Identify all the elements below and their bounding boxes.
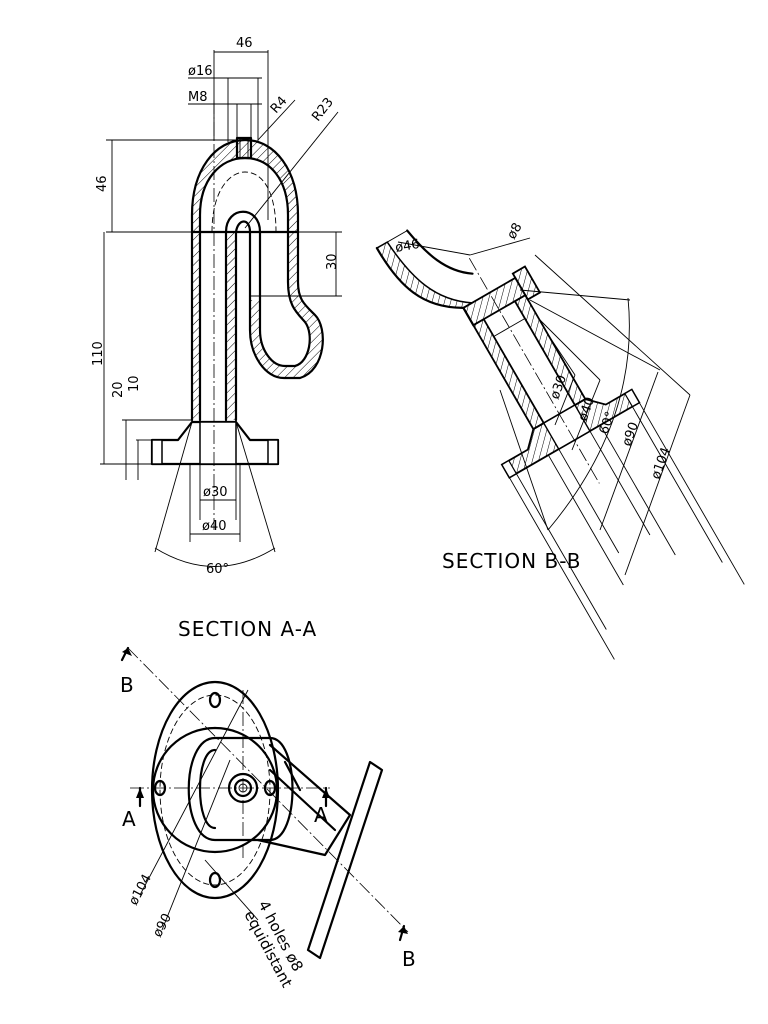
pipe-outer-contour xyxy=(190,138,324,422)
dim-dia16: ø16 xyxy=(188,64,213,79)
pipe-wall-hatch-mid xyxy=(226,232,236,420)
dim-bb-dia90: ø90 xyxy=(620,420,642,448)
pipe-wall-hatch-left xyxy=(192,230,200,420)
bolt-hole-1 xyxy=(208,691,222,709)
dim-bb-dia30: ø30 xyxy=(548,373,570,401)
section-mark-a-left: A xyxy=(122,786,144,831)
dim-30: 30 xyxy=(325,253,340,270)
pcd-circle xyxy=(159,694,271,886)
dim-bb-dia8: ø8 xyxy=(504,220,525,242)
svg-text:B: B xyxy=(120,673,135,697)
bottom-flange xyxy=(150,420,280,466)
dim-r23: R23 xyxy=(309,95,337,124)
section-b-b-view: ø46 ø8 ø30 ø40 60° ø90 ø104 SECTION B-B xyxy=(375,220,745,660)
dim-dia40: ø40 xyxy=(202,519,227,534)
dim-60deg: 60° xyxy=(206,562,229,577)
section-b-b-title: SECTION B-B xyxy=(442,549,581,573)
dim-plan-dia104: ø104 xyxy=(126,872,155,908)
section-a-a-title: SECTION A-A xyxy=(178,617,317,641)
bore-centerline-curve xyxy=(211,171,277,233)
dim-bb-60deg: 60° xyxy=(597,410,619,437)
flange-outer-ellipse xyxy=(150,680,280,900)
flange-outer-circle xyxy=(151,726,279,854)
dim-46-height: 46 xyxy=(95,175,110,192)
pipe-elbow-hatch xyxy=(250,282,323,378)
section-mark-a-right: A xyxy=(314,786,330,827)
dim-dia30: ø30 xyxy=(203,485,228,500)
section-mark-b-bottom: B xyxy=(398,924,417,971)
bb-inner-curve xyxy=(406,229,474,275)
dim-bb-dia104: ø104 xyxy=(649,445,674,481)
svg-text:A: A xyxy=(122,807,137,831)
side-arm xyxy=(256,743,352,857)
side-plate xyxy=(306,760,384,960)
dim-m8: M8 xyxy=(188,90,208,105)
section-line-bb xyxy=(127,647,409,933)
pipe-top-hatch xyxy=(192,140,298,232)
dim-20: 20 xyxy=(111,381,126,398)
dim-46-width: 46 xyxy=(236,36,253,51)
plan-view: B B A A ø104 ø90 4 holes ø8 equidistant xyxy=(120,646,417,990)
dim-r4: R4 xyxy=(268,94,291,117)
svg-text:A: A xyxy=(314,803,329,827)
section-mark-b-top: B xyxy=(120,646,135,697)
dim-bb-dia46: ø46 xyxy=(394,237,421,256)
svg-text:B: B xyxy=(402,947,417,971)
pipe-wall-hatch-right xyxy=(288,232,298,282)
section-a-a-view: 46 ø16 M8 R4 R23 46 110 20 10 xyxy=(91,36,342,641)
top-tapped-boss xyxy=(235,136,253,160)
dim-110: 110 xyxy=(91,341,106,366)
bolt-hole-3 xyxy=(208,871,222,889)
dim-plan-dia90: ø90 xyxy=(150,911,175,940)
pipe-top-oval xyxy=(187,736,294,842)
dim-10: 10 xyxy=(127,375,142,392)
